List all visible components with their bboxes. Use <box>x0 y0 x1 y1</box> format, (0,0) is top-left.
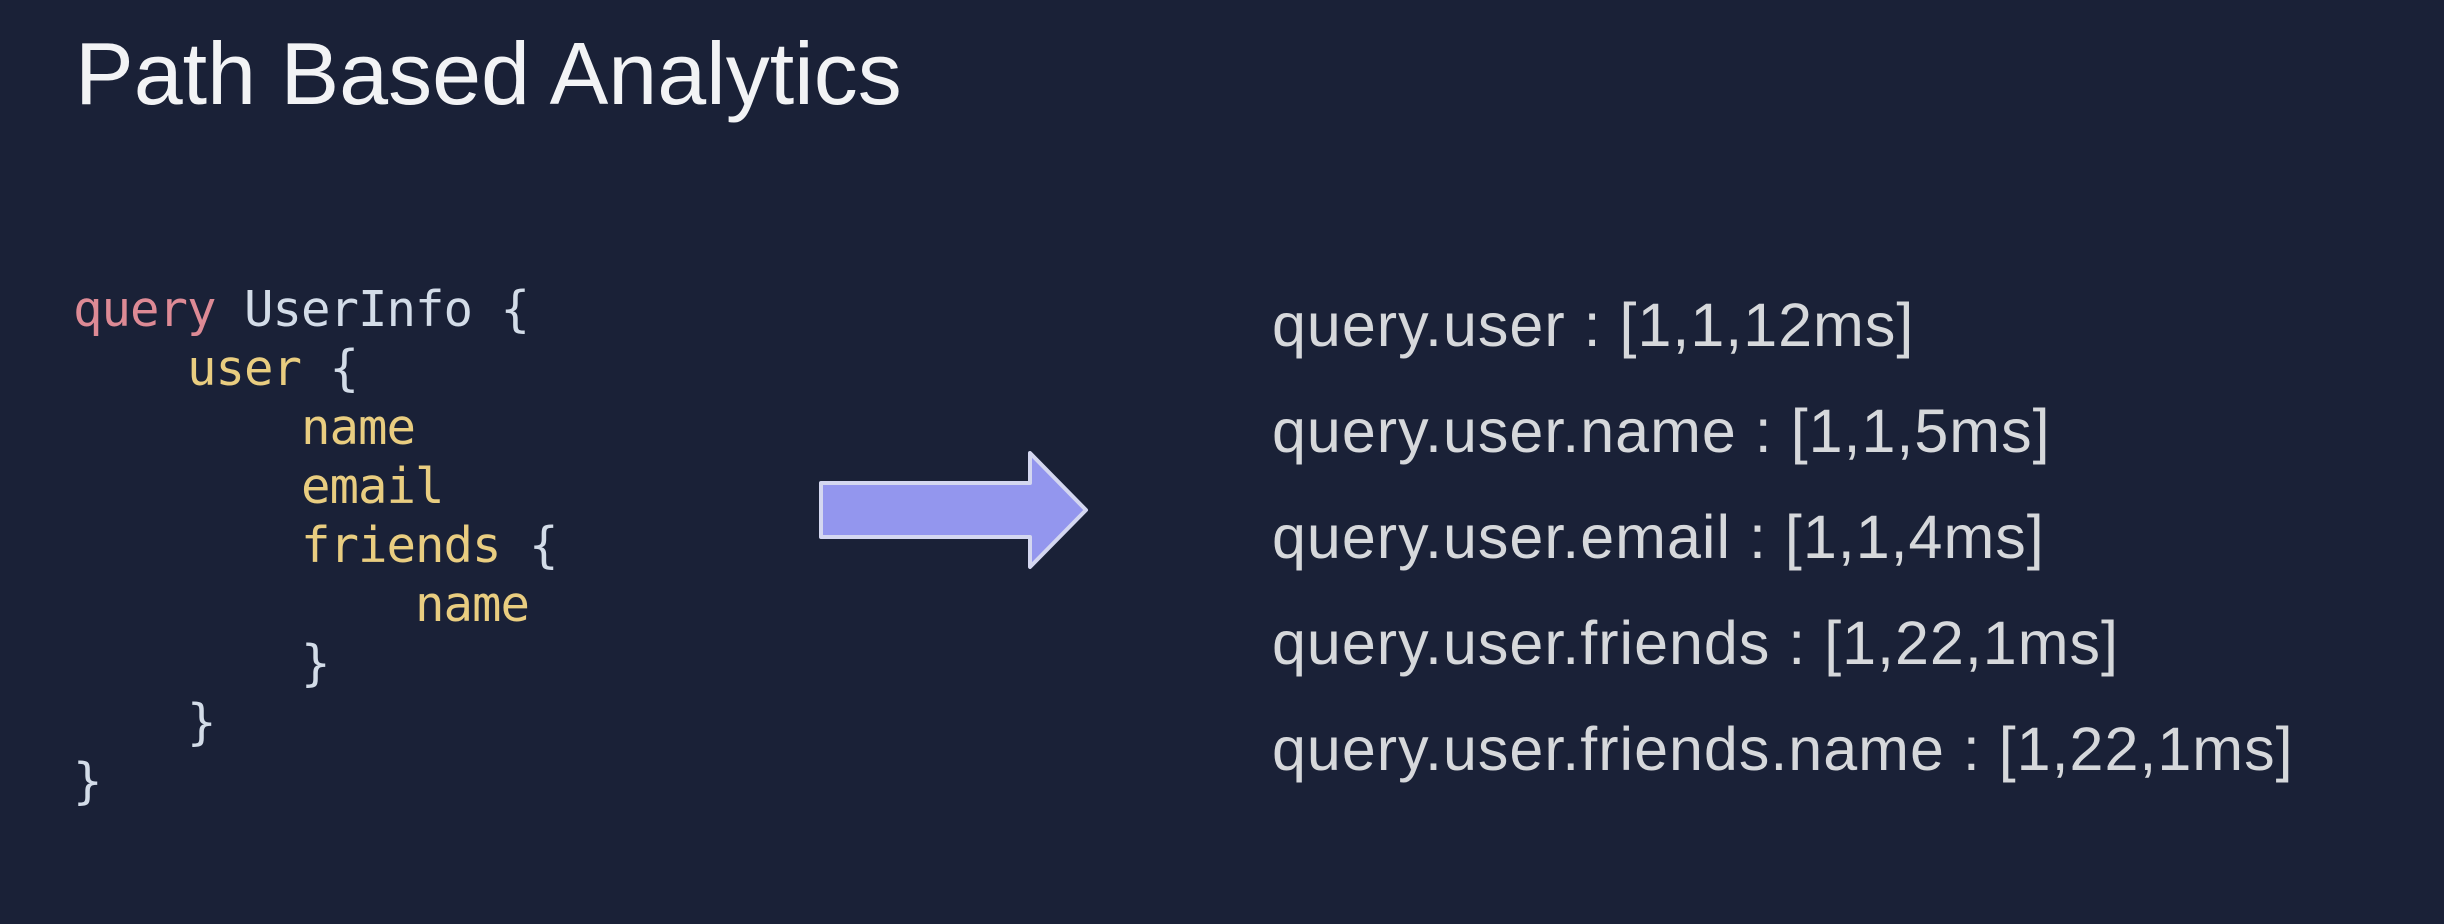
right-arrow-shape <box>819 451 1088 569</box>
analytics-row: query.user.name : [1,1,5ms] <box>1272 397 2051 465</box>
code-line: } <box>73 693 558 752</box>
code-line: } <box>73 752 558 811</box>
code-token-punct: { <box>301 340 360 397</box>
code-token-kw: query <box>73 281 217 338</box>
code-token-punct: } <box>73 635 331 692</box>
analytics-row: query.user.email : [1,1,4ms] <box>1272 503 2045 571</box>
code-line: } <box>73 634 558 693</box>
code-token-field: email <box>301 458 445 515</box>
code-token-punct <box>73 340 187 397</box>
code-token-punct <box>73 576 415 633</box>
code-line: friends { <box>73 516 559 575</box>
transform-arrow-icon <box>818 448 1090 572</box>
code-line: name <box>73 398 558 457</box>
path-analytics-list: query.user : [1,1,12ms] query.user.name :… <box>1272 272 2294 802</box>
slide-title: Path Based Analytics <box>75 24 902 123</box>
code-token-punct: } <box>73 753 102 810</box>
code-token-punct: { <box>500 517 559 574</box>
code-token-punct <box>73 458 301 515</box>
code-token-field: user <box>187 340 302 397</box>
code-token-punct: UserInfo { <box>215 281 530 338</box>
code-token-field: friends <box>301 517 502 574</box>
code-token-punct: } <box>73 694 217 751</box>
code-token-field: name <box>301 399 416 456</box>
code-line: name <box>73 575 558 634</box>
code-token-punct <box>73 517 301 574</box>
analytics-row: query.user.friends : [1,22,1ms] <box>1272 609 2119 677</box>
analytics-row: query.user : [1,1,12ms] <box>1272 291 1915 359</box>
analytics-row: query.user.friends.name : [1,22,1ms] <box>1272 715 2294 783</box>
graphql-query-code-block: query UserInfo { user { name email frien… <box>73 280 559 811</box>
code-line: query UserInfo { <box>73 280 558 339</box>
right-arrow-icon <box>819 451 1088 569</box>
code-token-punct <box>73 399 301 456</box>
code-line: user { <box>73 339 558 398</box>
code-line: email <box>73 457 558 516</box>
code-token-field: name <box>415 576 530 633</box>
